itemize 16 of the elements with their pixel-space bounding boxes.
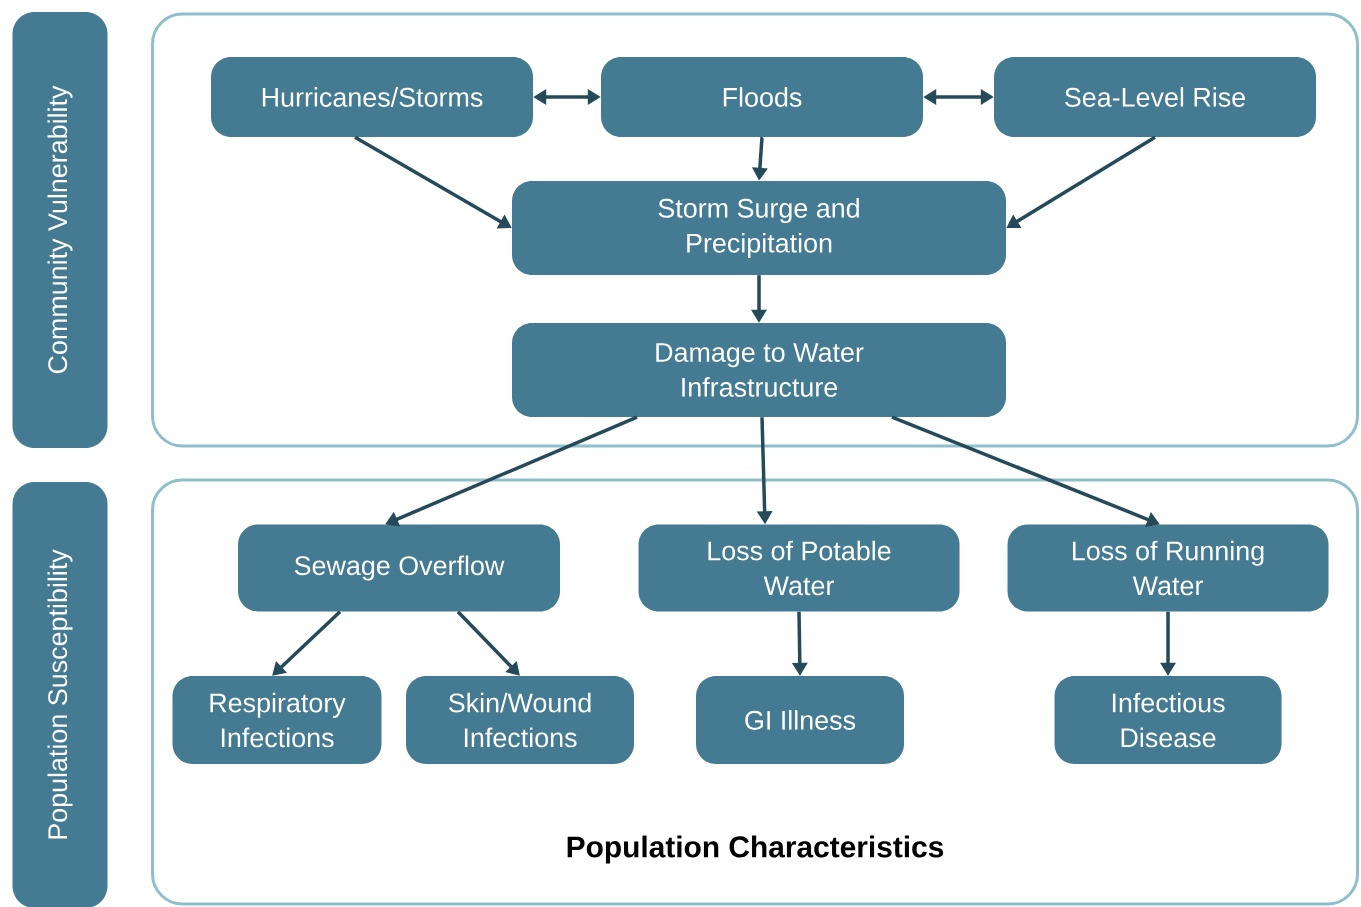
process-box: Damage to Water Infrastructure bbox=[512, 323, 1006, 417]
process-box: Storm Surge and Precipitation bbox=[512, 181, 1006, 275]
process-box: Loss of Running Water bbox=[1007, 524, 1329, 612]
process-box: GI Illness bbox=[696, 676, 904, 764]
side-band: Population Susceptibility bbox=[12, 482, 108, 907]
process-box: Sea-Level Rise bbox=[994, 57, 1316, 137]
process-box: Floods bbox=[601, 57, 923, 137]
process-box: Loss of Potable Water bbox=[638, 524, 960, 612]
arrow bbox=[456, 610, 520, 676]
process-box: Hurricanes/Storms bbox=[211, 57, 533, 137]
process-box: Infectious Disease bbox=[1054, 676, 1282, 764]
process-box: Respiratory Infections bbox=[172, 676, 382, 764]
process-box: Sewage Overflow bbox=[238, 524, 560, 612]
side-band: Community Vulnerability bbox=[12, 12, 108, 448]
arrow bbox=[272, 610, 342, 676]
process-box: Skin/Wound Infections bbox=[406, 676, 634, 764]
